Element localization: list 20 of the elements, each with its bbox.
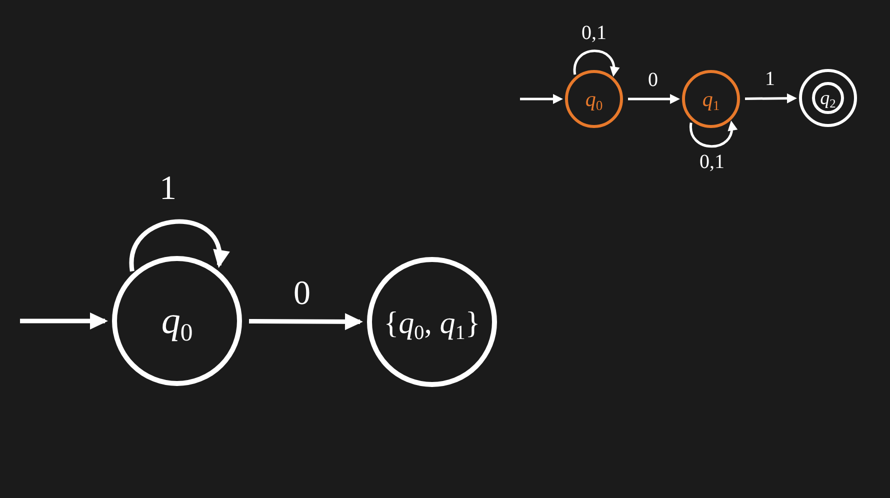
start-arrow	[520, 94, 563, 104]
self-loop-arrow	[690, 120, 737, 148]
edge-label: 0,1	[698, 152, 726, 172]
accepting-state-circle	[799, 69, 857, 127]
state-circle	[682, 70, 740, 128]
state-label: q$_{1}$	[702, 88, 720, 110]
transition-arrow	[248, 313, 363, 330]
edge-label: 0,1	[580, 23, 608, 43]
state-label: q$_{0}$	[161, 302, 193, 340]
state-circle	[565, 70, 623, 128]
state-label: q$_{2}$	[820, 88, 836, 108]
state-circle	[367, 257, 497, 387]
state-label: q$_{0}$	[585, 88, 603, 110]
start-arrow	[20, 312, 108, 330]
transition-arrow	[628, 94, 680, 104]
self-loop-arrow	[130, 219, 228, 272]
state-circle	[112, 256, 242, 386]
self-loop-arrow	[574, 50, 619, 77]
state-label: {q$_{0}$, q$_{1}$}	[384, 306, 480, 338]
transition-arrow	[744, 93, 797, 104]
